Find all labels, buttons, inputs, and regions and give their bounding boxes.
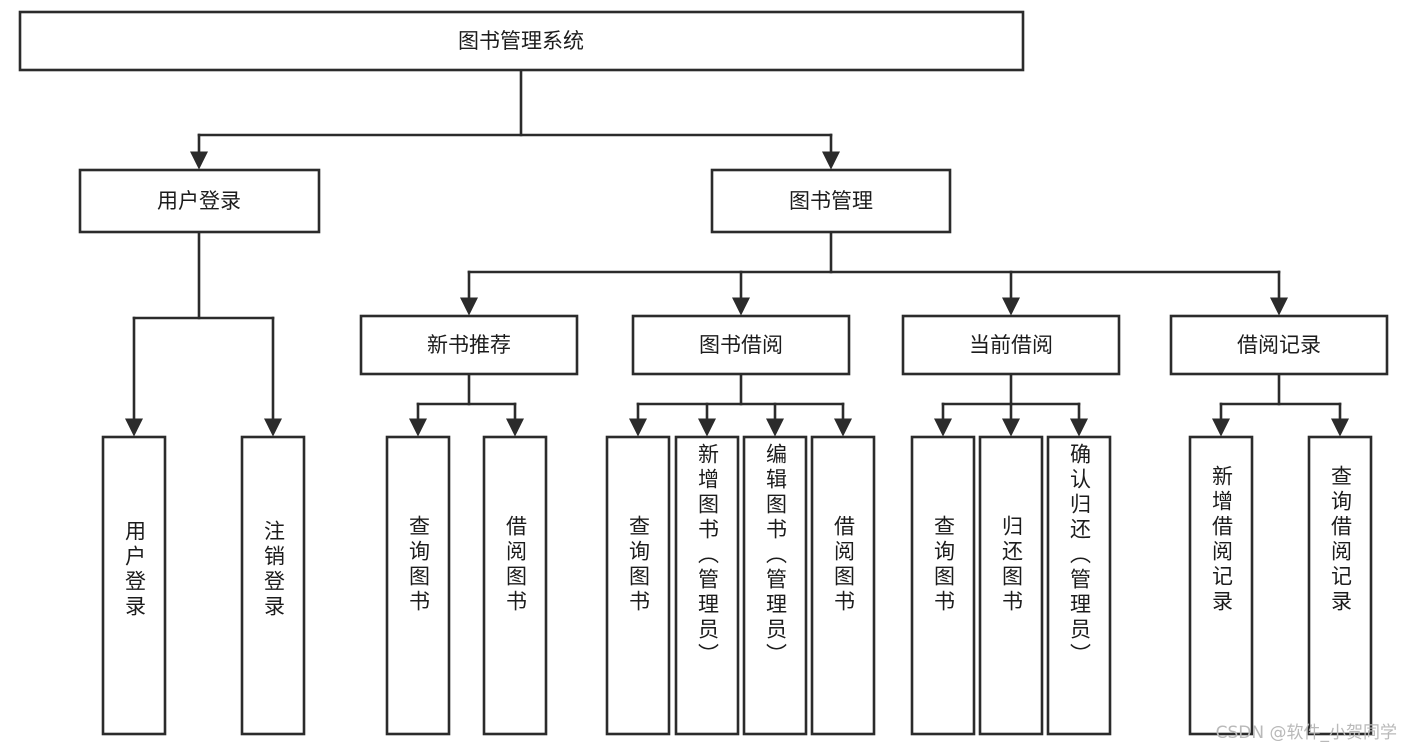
node-box-book-manage[interactable] xyxy=(710,168,952,234)
node-label-root: 图书管理系统 xyxy=(458,29,584,53)
leaf-label-book-borrow-4: 借阅图书 xyxy=(831,515,856,615)
node-box-leaf-current-borrow-2[interactable] xyxy=(978,435,1044,736)
leaf-label-current-borrow-1: 查询图书 xyxy=(931,515,956,615)
node-box-leaf-borrow-record-1[interactable] xyxy=(1188,435,1254,736)
node-box-book-borrow[interactable] xyxy=(631,314,851,376)
node-box-new-book-recommend[interactable] xyxy=(359,314,579,376)
node-box-current-borrow[interactable] xyxy=(901,314,1121,376)
leaf-label-new-book-2: 借阅图书 xyxy=(503,515,528,615)
leaf-label-current-borrow-2: 归还图书 xyxy=(999,515,1024,615)
node-box-leaf-book-borrow-4[interactable] xyxy=(810,435,876,736)
leaf-label-current-borrow-3: 确认归还（管理员） xyxy=(1067,443,1092,668)
node-box-user-login[interactable] xyxy=(78,168,321,234)
node-box-leaf-user-login-1[interactable] xyxy=(101,435,167,736)
leaf-label-borrow-record-1: 新增借阅记录 xyxy=(1209,465,1234,615)
node-box-leaf-new-book-1[interactable] xyxy=(385,435,451,736)
leaf-label-borrow-record-2: 查询借阅记录 xyxy=(1328,465,1353,615)
node-box-borrow-record[interactable] xyxy=(1169,314,1389,376)
node-box-leaf-book-borrow-2[interactable] xyxy=(674,435,740,736)
node-label-book-borrow: 图书借阅 xyxy=(699,333,783,357)
node-box-leaf-book-borrow-3[interactable] xyxy=(742,435,808,736)
nodes-layer: 图书管理系统 用户登录 图书管理 新书推荐 图书借阅 当前借阅 借阅记录 xyxy=(18,10,1389,736)
node-box-leaf-book-borrow-1[interactable] xyxy=(605,435,671,736)
edges-layer xyxy=(124,68,1350,437)
node-label-new-book-recommend: 新书推荐 xyxy=(427,333,511,357)
leaf-label-book-borrow-2: 新增图书（管理员） xyxy=(695,443,720,668)
node-box-leaf-current-borrow-3[interactable] xyxy=(1046,435,1112,736)
leaf-label-book-borrow-1: 查询图书 xyxy=(626,515,651,615)
leaf-label-book-borrow-3: 编辑图书（管理员） xyxy=(763,443,788,668)
node-box-leaf-new-book-2[interactable] xyxy=(482,435,548,736)
node-label-borrow-record: 借阅记录 xyxy=(1237,333,1321,357)
node-label-book-manage: 图书管理 xyxy=(789,189,873,213)
csdn-watermark: CSDN @软件_小贺同学 xyxy=(1215,723,1397,743)
node-label-user-login: 用户登录 xyxy=(157,189,241,213)
leaf-label-new-book-1: 查询图书 xyxy=(406,515,431,615)
node-box-leaf-borrow-record-2[interactable] xyxy=(1307,435,1373,736)
leaf-label-user-login-2: 注销登录 xyxy=(261,520,286,620)
node-box-root[interactable] xyxy=(18,10,1025,72)
leaf-label-user-login-1: 用户登录 xyxy=(122,520,147,620)
node-label-current-borrow: 当前借阅 xyxy=(969,333,1053,357)
node-box-leaf-user-login-2[interactable] xyxy=(240,435,306,736)
node-box-leaf-current-borrow-1[interactable] xyxy=(910,435,976,736)
